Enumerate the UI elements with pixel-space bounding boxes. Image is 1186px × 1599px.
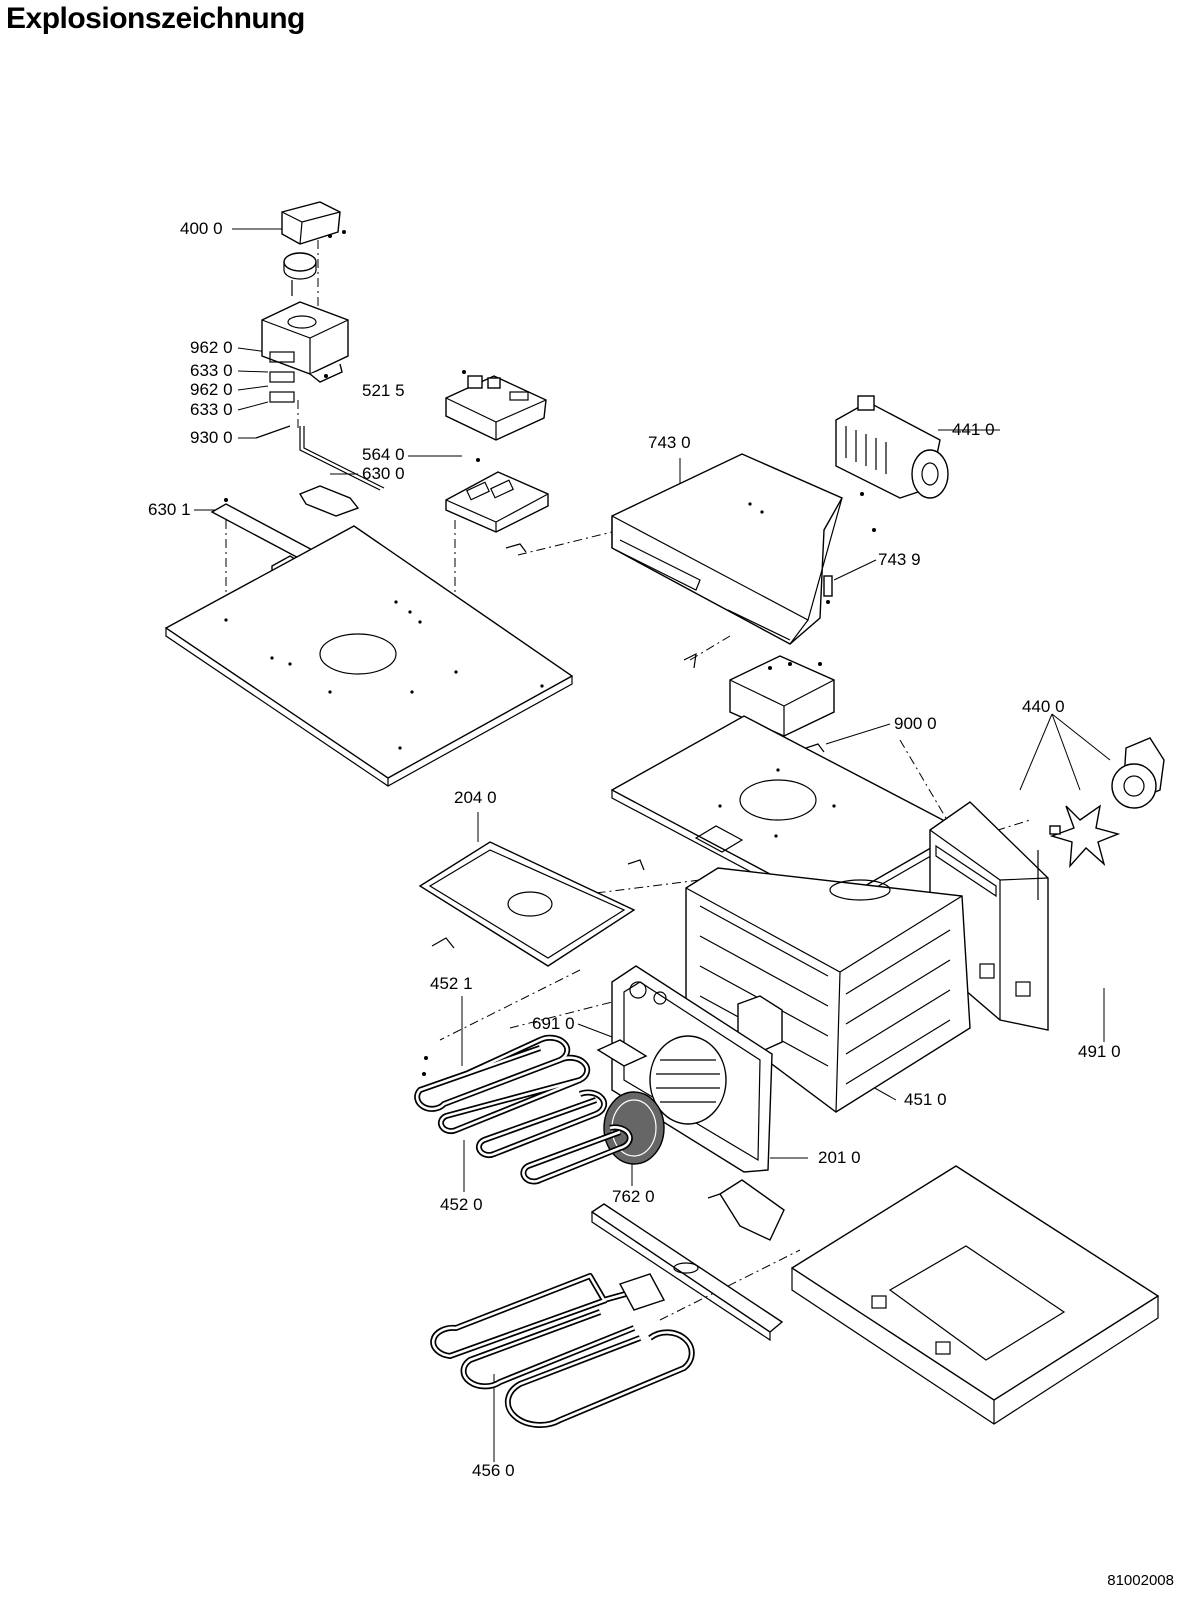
callout-762-0: 762 0 [612,1187,655,1206]
callout-452-0: 452 0 [440,1195,483,1214]
control-board-part [445,370,547,462]
callout-630-1: 630 1 [148,500,191,519]
baking-tray-part [418,841,645,967]
callout-691-0: 691 0 [532,1014,575,1033]
callout-630-0: 630 0 [362,464,405,483]
convection-fan-motor-part [1049,737,1165,869]
callout-491-0: 491 0 [1078,1042,1121,1061]
callout-743-0: 743 0 [648,433,691,452]
callout-564-0: 564 0 [362,445,405,464]
callout-930-0: 930 0 [190,428,233,447]
upper-heating-element-part [414,1034,648,1185]
callout-201-0: 201 0 [818,1148,861,1167]
callout-451-0: 451 0 [904,1090,947,1109]
callout-440-0: 440 0 [1022,697,1065,716]
top-cover-plate [164,525,574,787]
callout-900-0: 900 0 [894,714,937,733]
motor-box-part [729,655,835,753]
document-number: 81002008 [1107,1572,1174,1589]
timer-clock-part [281,201,346,296]
sensor-part [823,575,833,604]
cooling-duct-cover-part [611,453,843,669]
callout-633-0-b: 633 0 [190,400,233,419]
callout-521-5: 521 5 [362,381,405,400]
callout-452-1: 452 1 [430,974,473,993]
callout-400-0: 400 0 [180,219,223,238]
callout-456-0: 456 0 [472,1461,515,1480]
callout-633-0-a: 633 0 [190,361,233,380]
callout-204-0: 204 0 [454,788,497,807]
tangential-fan-part [835,395,949,532]
bottom-heating-element-part [430,1273,695,1428]
callout-743-9: 743 9 [878,550,921,569]
bottom-tray-part [790,1165,1160,1425]
callout-962-0-a: 962 0 [190,338,233,357]
front-rail-part [590,1179,785,1342]
callout-962-0-b: 962 0 [190,380,233,399]
page-title: Explosionszeichnung [6,2,305,35]
control-rod-part [298,426,385,517]
fan-cover-panel [611,965,773,1173]
callout-441-0: 441 0 [952,420,995,439]
board-bracket-part [445,471,549,553]
switch-bracket-part [255,301,349,439]
